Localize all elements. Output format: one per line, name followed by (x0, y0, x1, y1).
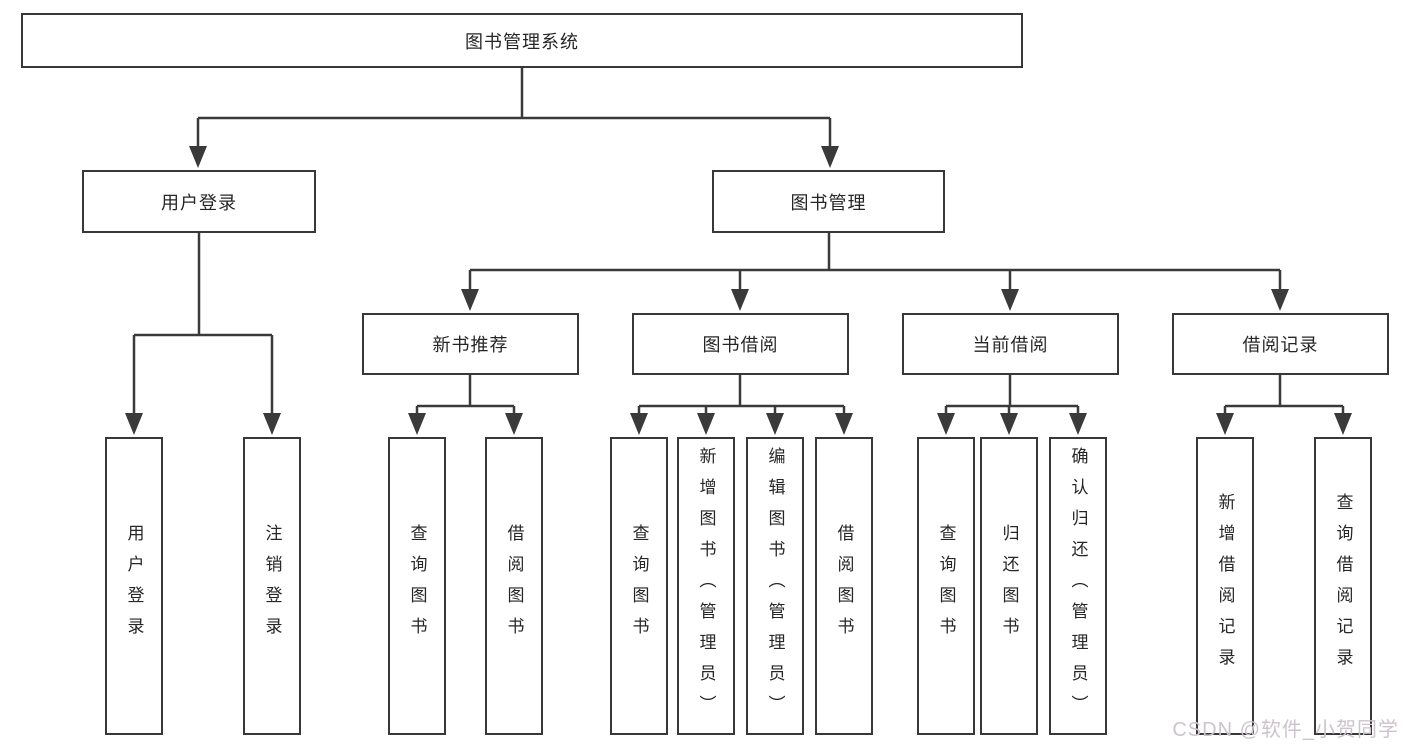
node-borrow-records: 借阅记录 (1172, 313, 1389, 375)
leaf-confirm-return-admin-label: 确认归还（管理员） (1068, 446, 1088, 726)
leaf-query-books-recommend: 查询图书 (388, 437, 446, 735)
leaf-borrow-books-recommend-label: 借阅图书 (504, 524, 524, 648)
leaf-return-books: 归还图书 (980, 437, 1038, 735)
leaf-edit-books-admin-label: 编辑图书（管理员） (765, 446, 785, 726)
leaf-query-borrow-record: 查询借阅记录 (1314, 437, 1372, 735)
leaf-logout: 注销登录 (243, 437, 301, 735)
leaf-add-borrow-record: 新增借阅记录 (1196, 437, 1254, 735)
leaf-query-books-recommend-label: 查询图书 (407, 524, 427, 648)
node-book-borrow: 图书借阅 (632, 313, 849, 375)
leaf-add-borrow-record-label: 新增借阅记录 (1215, 493, 1235, 679)
node-book-management: 图书管理 (712, 170, 945, 233)
node-user-login: 用户登录 (82, 170, 316, 233)
leaf-borrow-books-label: 借阅图书 (834, 524, 854, 648)
leaf-user-login: 用户登录 (105, 437, 163, 735)
leaf-query-books-borrow-label: 查询图书 (629, 524, 649, 648)
leaf-query-books-current: 查询图书 (917, 437, 975, 735)
leaf-edit-books-admin: 编辑图书（管理员） (746, 437, 804, 735)
leaf-add-books-admin-label: 新增图书（管理员） (696, 446, 716, 726)
leaf-borrow-books-recommend: 借阅图书 (485, 437, 543, 735)
leaf-borrow-books: 借阅图书 (815, 437, 873, 735)
leaf-query-books-current-label: 查询图书 (936, 524, 956, 648)
leaf-confirm-return-admin: 确认归还（管理员） (1049, 437, 1107, 735)
leaf-query-books-borrow: 查询图书 (610, 437, 668, 735)
leaf-return-books-label: 归还图书 (999, 524, 1019, 648)
leaf-query-borrow-record-label: 查询借阅记录 (1333, 493, 1353, 679)
node-current-borrow: 当前借阅 (902, 313, 1119, 375)
node-new-book-recommend: 新书推荐 (362, 313, 579, 375)
node-root: 图书管理系统 (21, 13, 1023, 68)
leaf-add-books-admin: 新增图书（管理员） (677, 437, 735, 735)
csdn-watermark: CSDN @软件_小贺同学 (1172, 719, 1399, 741)
leaf-logout-label: 注销登录 (262, 524, 282, 648)
connector-strokes (132, 68, 1345, 414)
arrowheads (125, 146, 1352, 435)
leaf-user-login-label: 用户登录 (124, 524, 144, 648)
